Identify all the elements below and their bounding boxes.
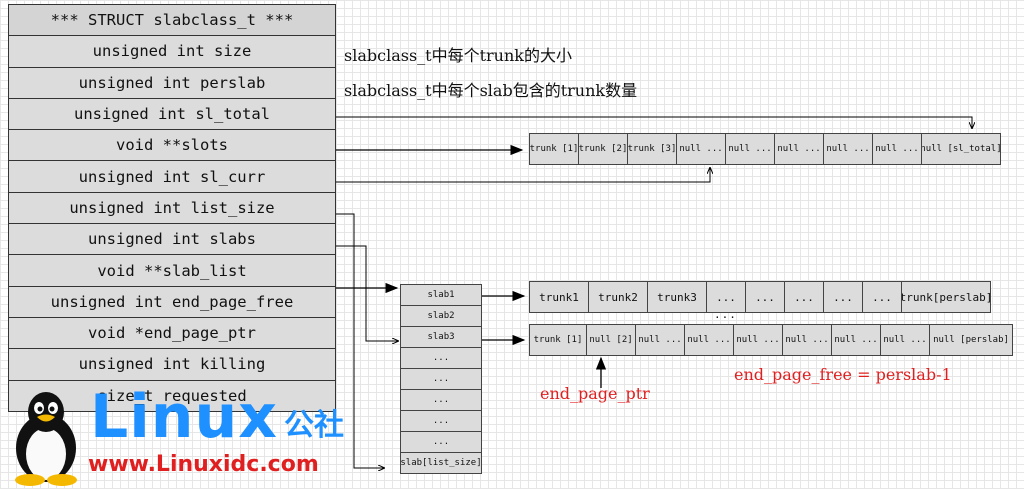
slab3-trunk-cell: null ... xyxy=(733,324,783,356)
linuxidc-watermark: Linux 公社 www.Linuxidc.com xyxy=(6,382,366,486)
tux-penguin-icon xyxy=(15,392,77,486)
field-sl-total: unsigned int sl_total xyxy=(8,97,336,131)
slots-cell: null ... xyxy=(725,133,775,165)
sl-total-arrow xyxy=(336,116,972,128)
field-killing: unsigned int killing xyxy=(8,348,336,381)
slots-cell: trunk [2] xyxy=(578,133,628,165)
slab1-trunk-cell: trunk3 xyxy=(647,281,707,313)
slab1-trunk-cell: ... xyxy=(784,281,824,313)
note-perslab: slabclass_t中每个slab包含的trunk数量 xyxy=(344,81,638,100)
slots-cell: null ... xyxy=(676,133,726,165)
field-list-size: unsigned int list_size xyxy=(8,191,336,225)
slab1-trunk-cell: ... xyxy=(823,281,863,313)
slab1-trunk-cell: trunk1 xyxy=(529,281,589,313)
slab3-trunk-cell-last: null [perslab] xyxy=(929,324,1013,356)
slots-array: trunk [1] trunk [2] trunk [3] null ... n… xyxy=(529,133,1001,165)
slab3-trunks: trunk [1] null [2] null ... null ... nul… xyxy=(529,324,1013,356)
slab1-trunk-cell: ... xyxy=(745,281,785,313)
list-size-arrow xyxy=(336,213,384,468)
slab-list-cell: ... xyxy=(400,431,482,453)
slots-cell: trunk [1] xyxy=(529,133,579,165)
field-size: unsigned int size xyxy=(8,35,336,68)
slab3-trunk-cell: null [2] xyxy=(586,324,636,356)
slots-cell: null ... xyxy=(872,133,922,165)
sl-curr-arrow xyxy=(336,168,710,183)
field-perslab: unsigned int perslab xyxy=(8,66,336,99)
slab-list-cell: ... xyxy=(400,347,482,369)
slab-list-cell: ... xyxy=(400,368,482,390)
slab3-trunk-cell: null ... xyxy=(782,324,832,356)
slab-list-cell: slab2 xyxy=(400,305,482,327)
slab-list-column: slab1 slab2 slab3 ... ... ... ... ... sl… xyxy=(400,284,482,474)
field-end-page-free: unsigned int end_page_free xyxy=(8,285,336,318)
slots-cell: trunk [3] xyxy=(627,133,677,165)
slab1-trunk-cell: ... xyxy=(706,281,746,313)
slab-list-cell: slab3 xyxy=(400,326,482,348)
slab-list-cell: ... xyxy=(400,410,482,432)
slots-cell: null ... xyxy=(774,133,824,165)
slab3-trunk-cell: null ... xyxy=(684,324,734,356)
slots-cell: null ... xyxy=(823,133,873,165)
slab3-trunk-cell: null ... xyxy=(831,324,881,356)
slab-list-cell: ... xyxy=(400,389,482,411)
slab-list-cell: slab1 xyxy=(400,284,482,306)
slots-cell-last: null [sl_total] xyxy=(921,133,1001,165)
logo-text: Linux xyxy=(90,382,278,452)
slab-list-cell-last: slab[list_size] xyxy=(400,452,482,474)
slab1-trunk-cell: trunk2 xyxy=(588,281,648,313)
logo-url: www.Linuxidc.com xyxy=(88,452,319,477)
between-rows-dots: ... xyxy=(714,308,737,321)
field-sl-curr: unsigned int sl_curr xyxy=(8,160,336,193)
field-slots: void **slots xyxy=(8,129,336,162)
struct-slabclass-table: *** STRUCT slabclass_t *** unsigned int … xyxy=(8,4,336,412)
slab3-trunk-cell: null ... xyxy=(880,324,930,356)
struct-title: *** STRUCT slabclass_t *** xyxy=(8,4,336,37)
slab3-trunk-cell: null ... xyxy=(635,324,685,356)
slabs-arrow xyxy=(336,245,398,341)
end-page-free-label: end_page_free = perslab-1 xyxy=(734,365,952,384)
note-size: slabclass_t中每个trunk的大小 xyxy=(344,46,572,65)
field-slab-list: void **slab_list xyxy=(8,254,336,287)
field-slabs: unsigned int slabs xyxy=(8,223,336,256)
slab3-trunk-cell: trunk [1] xyxy=(529,324,587,356)
field-end-page-ptr: void *end_page_ptr xyxy=(8,316,336,350)
slab1-trunk-cell: ... xyxy=(862,281,902,313)
logo-cn: 公社 xyxy=(284,408,344,443)
end-page-ptr-label: end_page_ptr xyxy=(540,384,650,403)
slab1-trunk-cell-last: trunk[perslab] xyxy=(901,281,991,313)
slab1-trunks: trunk1 trunk2 trunk3 ... ... ... ... ...… xyxy=(529,281,991,313)
